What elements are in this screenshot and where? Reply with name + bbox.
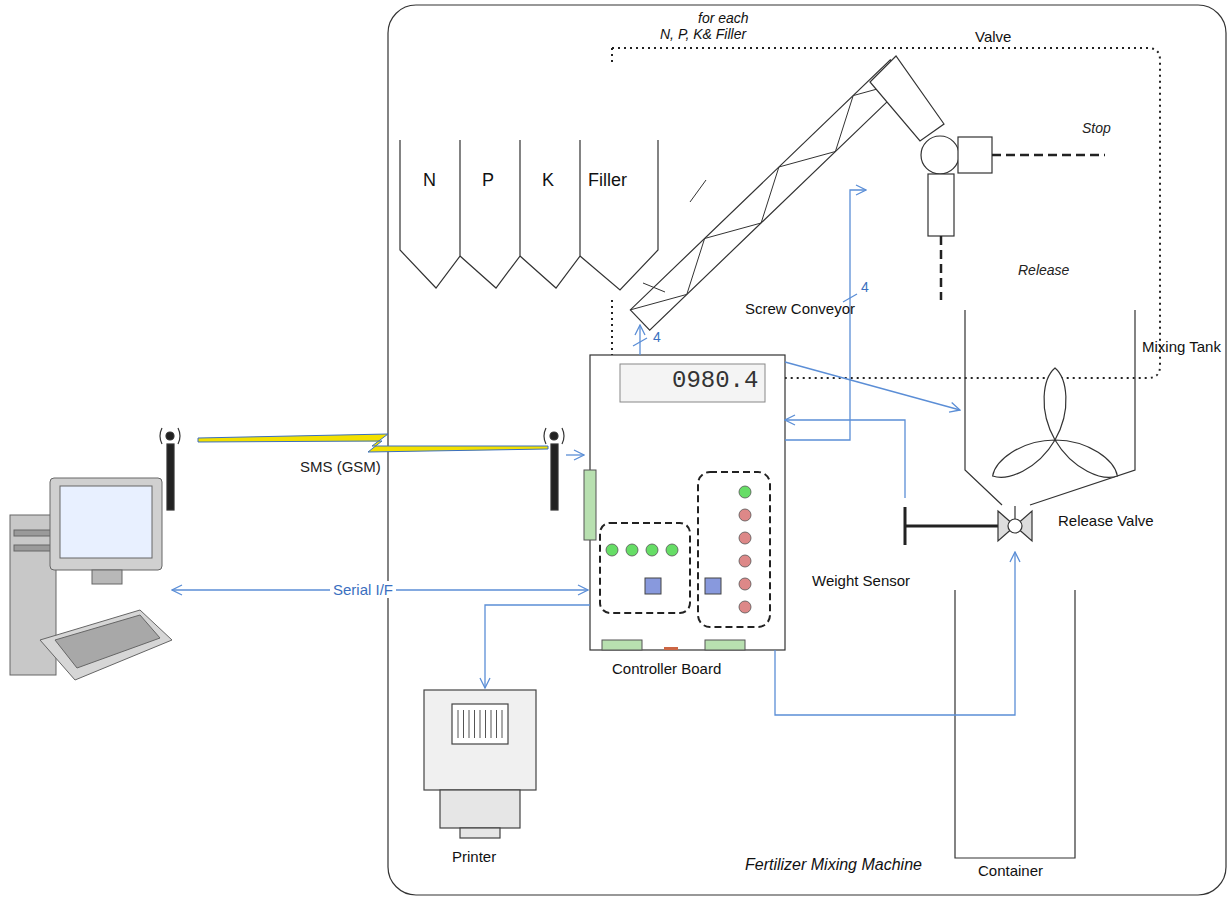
signal-connector <box>785 362 960 410</box>
node-label: Printer <box>452 848 496 865</box>
valve: Valve <box>866 25 1030 240</box>
release-line <box>940 236 943 300</box>
bus-width: 4 <box>652 330 662 345</box>
node-label: Screw Conveyor <box>745 300 855 317</box>
board-mark <box>664 647 678 650</box>
screw-flights <box>630 80 909 310</box>
paper-line <box>485 710 486 738</box>
screw-conveyor: Screw Conveyor <box>625 55 915 325</box>
valve-state: Stop <box>1082 120 1111 136</box>
signal-connector <box>485 605 590 688</box>
link-label: SMS (GSM) <box>300 458 381 475</box>
printer-icon <box>424 690 536 838</box>
screw-conveyor <box>630 60 909 330</box>
controller-board: 0980.4Controller Board <box>590 355 785 650</box>
machine-housing: Fertilizer Mixing MachineNPKFillerfor ea… <box>388 5 1224 895</box>
button <box>645 578 661 594</box>
hopper: N <box>400 140 460 290</box>
mixing-tank <box>965 310 1135 505</box>
bus-slash <box>633 294 857 346</box>
release-valve-symbol <box>998 506 1032 541</box>
bottom-connector <box>705 640 745 650</box>
region-outline <box>612 48 1160 378</box>
signal-connector <box>775 552 1015 715</box>
paper-line <box>491 710 492 738</box>
node-label: Container <box>978 862 1043 879</box>
node-label: Fertilizer Mixing Machine <box>745 856 922 874</box>
paper-line <box>496 710 497 738</box>
paper-line <box>502 710 503 738</box>
display-readout: 0980.4 <box>672 367 758 395</box>
antenna <box>160 428 564 510</box>
node-label: N <box>423 170 436 191</box>
release-valve: Release Valve <box>995 500 1190 552</box>
node-label: Weight Sensor <box>812 572 910 589</box>
signal-connector <box>639 325 640 355</box>
computer-icon <box>10 478 172 680</box>
antenna-link <box>566 454 584 455</box>
screw-flight <box>630 80 909 310</box>
controller-board <box>590 355 785 650</box>
valve-state: Release <box>1018 262 1069 278</box>
node-label: K <box>542 170 554 191</box>
side-connector <box>584 470 596 540</box>
node-label: P <box>482 170 494 191</box>
mixing-tank: Mixing Tank <box>960 305 1226 500</box>
paper-line <box>469 710 470 738</box>
repeat-region: for each N, P, K& FillerScrew Conveyor Va… <box>612 8 1162 380</box>
node-label: Filler <box>588 170 627 191</box>
node-label: for each N, P, K& Filler <box>660 10 760 42</box>
hopper: Filler <box>580 140 658 290</box>
bus-width: 4 <box>860 280 870 295</box>
leds <box>606 486 751 613</box>
paper-line <box>463 710 464 738</box>
stop-line <box>992 154 1105 157</box>
mixer-blades <box>987 368 1123 485</box>
signal-connector <box>785 420 905 498</box>
led-group <box>698 472 770 627</box>
printer-paper-lines <box>458 710 502 738</box>
radio-link <box>198 434 548 452</box>
container: Container <box>950 585 1080 884</box>
bottom-connector <box>602 640 642 650</box>
hoppers <box>400 140 658 290</box>
hopper: K <box>520 140 580 290</box>
paper-line <box>474 710 475 738</box>
valve-symbol <box>870 56 992 236</box>
weight-sensor: Weight Sensor <box>808 498 995 598</box>
paper-line <box>480 710 481 738</box>
node-label: Valve <box>975 28 1011 45</box>
button <box>705 578 721 594</box>
weight-sensor-bar <box>905 507 998 545</box>
paper-line <box>458 710 459 738</box>
node-label: Controller Board <box>612 660 721 677</box>
interface-label: Serial I/F <box>330 581 396 598</box>
printer: Printer <box>420 688 545 872</box>
hopper: P <box>460 140 520 290</box>
node-label: Release Valve <box>1058 512 1154 529</box>
button-group <box>600 523 690 613</box>
display <box>620 364 765 402</box>
node-label: Mixing Tank <box>1142 338 1221 355</box>
conveyor-flaps <box>643 180 706 292</box>
